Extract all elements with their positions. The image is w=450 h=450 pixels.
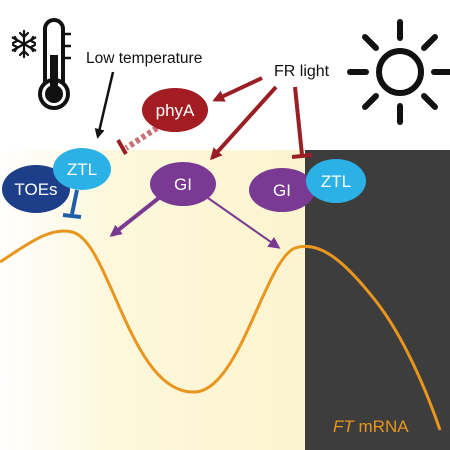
snowflake-icon — [11, 29, 37, 59]
ztl-toes-inhibitor — [62, 189, 82, 219]
ft-mrna-curve — [0, 229, 442, 431]
fr-to-gi-arrow — [209, 85, 278, 161]
fr-to-phya-arrow — [212, 76, 263, 102]
svg-text:ZTL: ZTL — [67, 160, 97, 179]
gi-left-to-peak-arrow — [109, 195, 162, 237]
low-temperature-label: Low temperature — [86, 50, 202, 67]
toes-node: TOEs — [2, 165, 70, 213]
thermometer-icon — [38, 18, 71, 110]
sun-icon — [347, 19, 450, 125]
gi-left-to-second-peak-arrow — [207, 197, 281, 249]
phya-ztl-inhibitor — [116, 125, 159, 155]
svg-text:GI: GI — [273, 181, 291, 200]
gi-right-node: GI — [249, 168, 315, 212]
ztl-right-node: ZTL — [306, 159, 366, 203]
ztl-left-node: ZTL — [53, 148, 111, 190]
low-temperature-arrow — [94, 71, 115, 139]
fr-light-label: FR light — [274, 63, 330, 80]
phya-node: phyA — [142, 88, 208, 132]
svg-text:phyA: phyA — [156, 101, 195, 120]
gi-left-node: GI — [150, 162, 216, 206]
svg-text:TOEs: TOEs — [14, 180, 57, 199]
svg-text:ZTL: ZTL — [321, 172, 351, 191]
fr-to-ztl-inhibitor — [291, 86, 313, 159]
ft-mrna-label: FT mRNA — [333, 417, 409, 436]
svg-text:GI: GI — [174, 175, 192, 194]
